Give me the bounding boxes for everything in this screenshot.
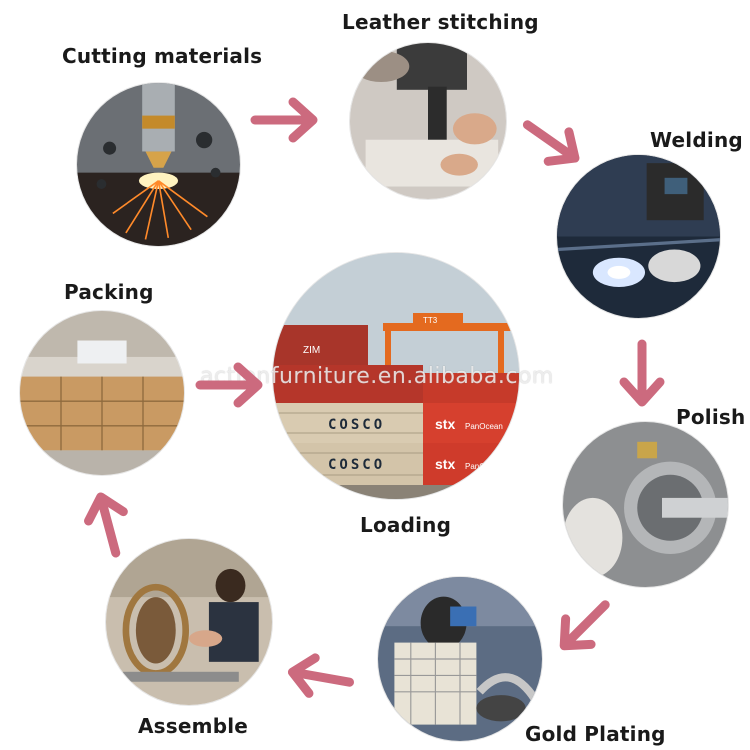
loading-photo: TT3 ZIM COSCO COSCO stx PanOcean stx Pan… [273,253,519,499]
crane-text: TT3 [423,316,438,325]
arrow-down-icon [624,344,660,402]
leather-stitching-photo [350,43,506,199]
arrow-down-right-icon [517,110,585,173]
arrow-left-icon [289,654,352,700]
label-loading: Loading [360,513,452,537]
label-cutting-materials: Cutting materials [62,44,263,68]
gold-plating-photo [378,577,542,741]
packing-photo [20,311,184,475]
panocean-label-1: PanOcean [465,422,503,431]
crane [383,313,513,386]
label-assemble: Assemble [138,714,249,738]
label-packing: Packing [64,280,154,304]
zim-label: ZIM [303,345,320,356]
cutting-materials-photo [77,83,240,246]
arrow-up-left-icon [83,492,133,557]
cosco-label-2: COSCO [328,457,385,473]
arrow-right-icon [200,367,258,403]
arrow-down-left-icon [551,592,617,658]
cosco-label-1: COSCO [328,417,385,433]
label-welding: Welding [650,128,743,152]
arrow-right-icon [255,102,313,138]
label-polish: Polish [676,405,746,429]
label-leather-stitching: Leather stitching [342,10,539,34]
label-gold-plating: Gold Plating [525,722,666,746]
stx-label-2: stx [435,456,455,472]
stx-label-1: stx [435,416,455,432]
